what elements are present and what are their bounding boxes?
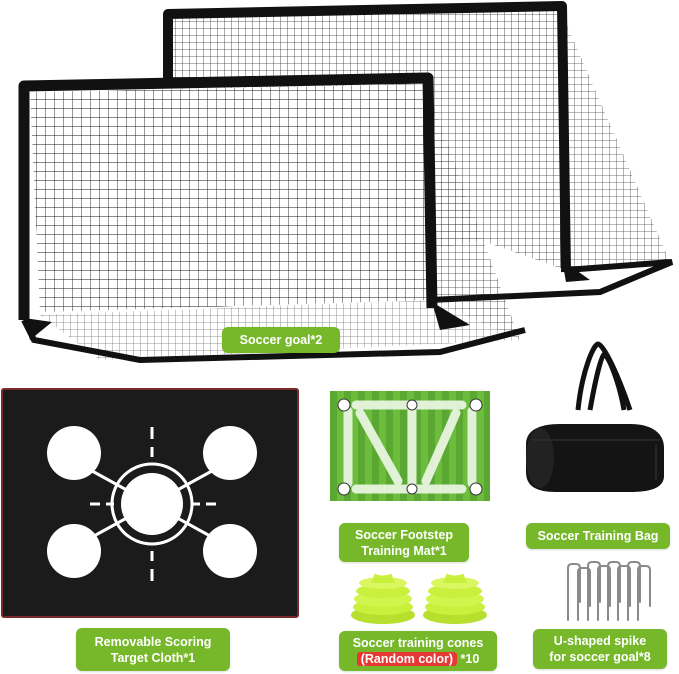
target-cloth-text-1: Removable Scoring xyxy=(94,634,212,649)
u-shaped-spikes-icon xyxy=(567,561,651,621)
training-bag-text: Soccer Training Bag xyxy=(537,529,659,543)
training-cones-text-2: (Random color) *10 xyxy=(356,651,480,667)
footstep-mat-text-1: Soccer Footstep xyxy=(355,527,453,542)
u-shaped-spike-text-2: for soccer goal*8 xyxy=(549,650,651,664)
u-shaped-spike-text-1: U-shaped spike xyxy=(553,634,647,648)
footstep-mat-text-2: Training Mat*1 xyxy=(361,543,447,558)
training-cones-icon xyxy=(351,570,487,624)
u-shaped-spike-label: U-shaped spike for soccer goal*8 xyxy=(533,629,667,669)
cones-quantity: *10 xyxy=(457,652,480,666)
footstep-mat-icon xyxy=(330,391,490,501)
target-cloth-text-2: Target Cloth*1 xyxy=(110,650,196,665)
soccer-goal-text: Soccer goal*2 xyxy=(239,333,323,347)
random-color-tag: (Random color) xyxy=(356,652,458,666)
training-bag-label: Soccer Training Bag xyxy=(526,523,670,549)
footstep-mat-label: Soccer Footstep Training Mat*1 xyxy=(339,523,469,562)
training-cones-label: Soccer training cones (Random color) *10 xyxy=(339,631,497,671)
training-bag-icon xyxy=(526,341,664,492)
training-cones-text-1: Soccer training cones xyxy=(352,636,484,650)
target-cloth-icon xyxy=(1,388,299,618)
soccer-goal-label: Soccer goal*2 xyxy=(222,327,340,353)
target-cloth-label: Removable Scoring Target Cloth*1 xyxy=(76,628,230,671)
